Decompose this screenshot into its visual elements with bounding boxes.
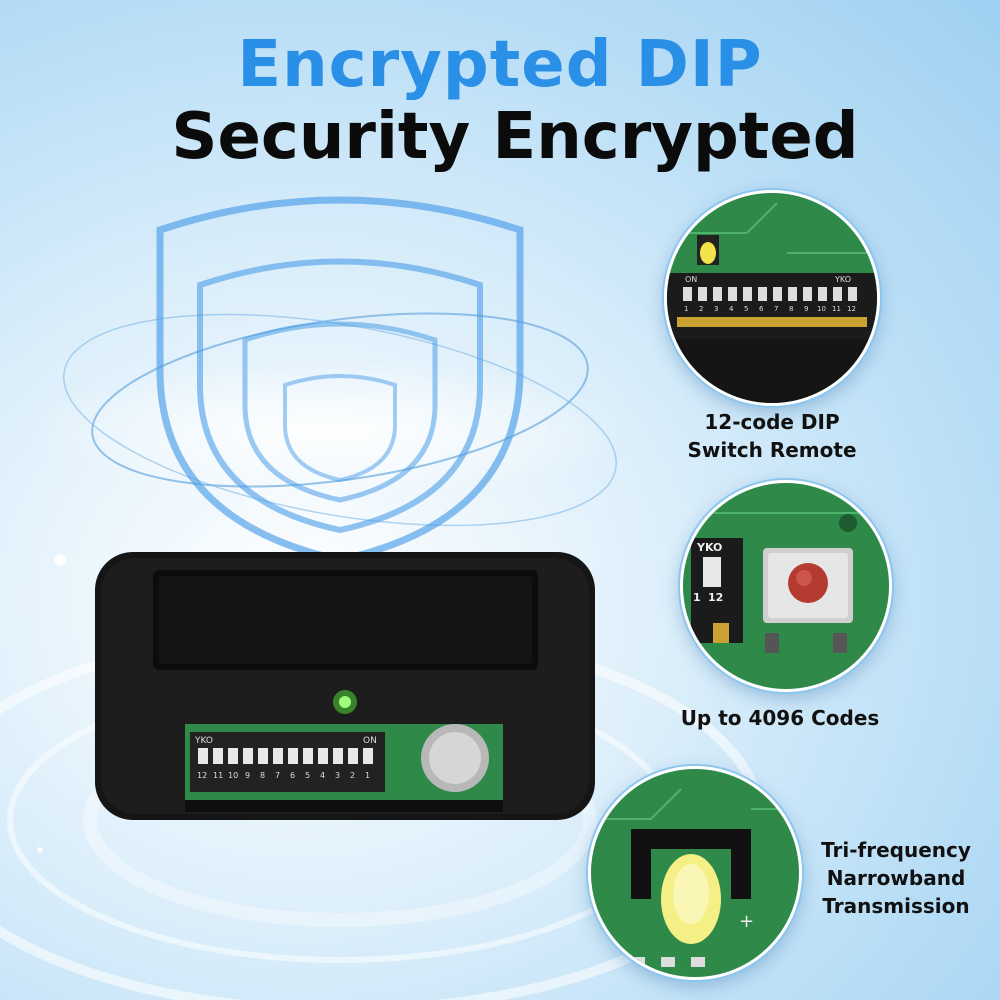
dip-label-right: ON bbox=[363, 736, 377, 746]
dip-number: 1 bbox=[365, 771, 370, 780]
dip-number: 11 bbox=[213, 771, 223, 780]
dip-label-yko: YKO bbox=[834, 275, 851, 284]
led-holder bbox=[631, 829, 751, 899]
closeup-toggles bbox=[683, 287, 857, 301]
caption-line: 12-code DIP bbox=[704, 410, 840, 434]
dip-switch-toggles bbox=[198, 748, 373, 764]
caption-line: Transmission bbox=[822, 894, 970, 918]
led-icon bbox=[700, 242, 716, 264]
callout-code-button: YKO 1 12 bbox=[680, 480, 892, 692]
dip-number: 7 bbox=[774, 305, 778, 313]
dip-number: 8 bbox=[789, 305, 793, 313]
dip-number: 11 bbox=[832, 305, 841, 313]
dip-number: 5 bbox=[305, 771, 310, 780]
remote-device-image: YKO ON 12 11 10 9 8 7 6 5 4 3 2 1 bbox=[95, 552, 595, 820]
dip-number: 8 bbox=[260, 771, 265, 780]
dip-number: 1 bbox=[693, 591, 701, 604]
led-closeup-image: + bbox=[591, 769, 799, 977]
dip-number: 5 bbox=[744, 305, 748, 313]
dip-number: 9 bbox=[245, 771, 250, 780]
learn-button-closeup-image: YKO 1 12 bbox=[683, 483, 889, 689]
dip-number: 3 bbox=[335, 771, 340, 780]
dip-switch-strip bbox=[667, 273, 877, 339]
dip-number: 10 bbox=[817, 305, 826, 313]
callout-led: + bbox=[588, 766, 802, 980]
shield-core-icon bbox=[283, 374, 397, 483]
dip-number: 1 bbox=[684, 305, 688, 313]
dip-number: 12 bbox=[197, 771, 207, 780]
dip-label-on: ON bbox=[685, 275, 697, 284]
dip-number: 10 bbox=[228, 771, 238, 780]
caption-line: Narrowband bbox=[826, 866, 966, 890]
dip-number: 2 bbox=[699, 305, 703, 313]
dip-switch-closeup-image: ON YKO 1 2 3 4 5 6 7 8 9 10 11 bbox=[667, 193, 877, 403]
svg-text:+: + bbox=[739, 911, 754, 932]
dip-number: 4 bbox=[320, 771, 325, 780]
dip-number: 7 bbox=[275, 771, 280, 780]
callout-dip-switch: ON YKO 1 2 3 4 5 6 7 8 9 10 11 bbox=[664, 190, 880, 406]
dip-number: 12 bbox=[847, 305, 856, 313]
dip-number: 6 bbox=[290, 771, 295, 780]
dip-number: 12 bbox=[708, 591, 723, 604]
feature-caption-codes: Up to 4096 Codes bbox=[670, 704, 890, 732]
feature-caption-frequency: Tri-frequency Narrowband Transmission bbox=[808, 836, 984, 920]
dip-label-yko: YKO bbox=[696, 541, 722, 554]
caption-line: Switch Remote bbox=[687, 438, 857, 462]
dip-number: 6 bbox=[759, 305, 764, 313]
shield-middle-icon bbox=[197, 258, 483, 534]
shield-outer-icon bbox=[156, 196, 524, 564]
caption-line: Tri-frequency bbox=[821, 838, 971, 862]
feature-caption-dip: 12-code DIP Switch Remote bbox=[662, 408, 882, 464]
dip-number: 9 bbox=[804, 305, 808, 313]
headline-secondary: Security Encrypted bbox=[171, 100, 859, 174]
dip-number: 2 bbox=[350, 771, 355, 780]
led-indicator-icon bbox=[339, 696, 351, 708]
shield-inner-icon bbox=[242, 321, 438, 503]
headline-primary: Encrypted DIP bbox=[237, 28, 763, 102]
dip-number: 4 bbox=[729, 305, 734, 313]
dip-number: 3 bbox=[714, 305, 718, 313]
caption-line: Up to 4096 Codes bbox=[680, 706, 880, 730]
dip-label-left: YKO bbox=[194, 736, 213, 746]
orbit-ring-1 bbox=[91, 312, 589, 488]
